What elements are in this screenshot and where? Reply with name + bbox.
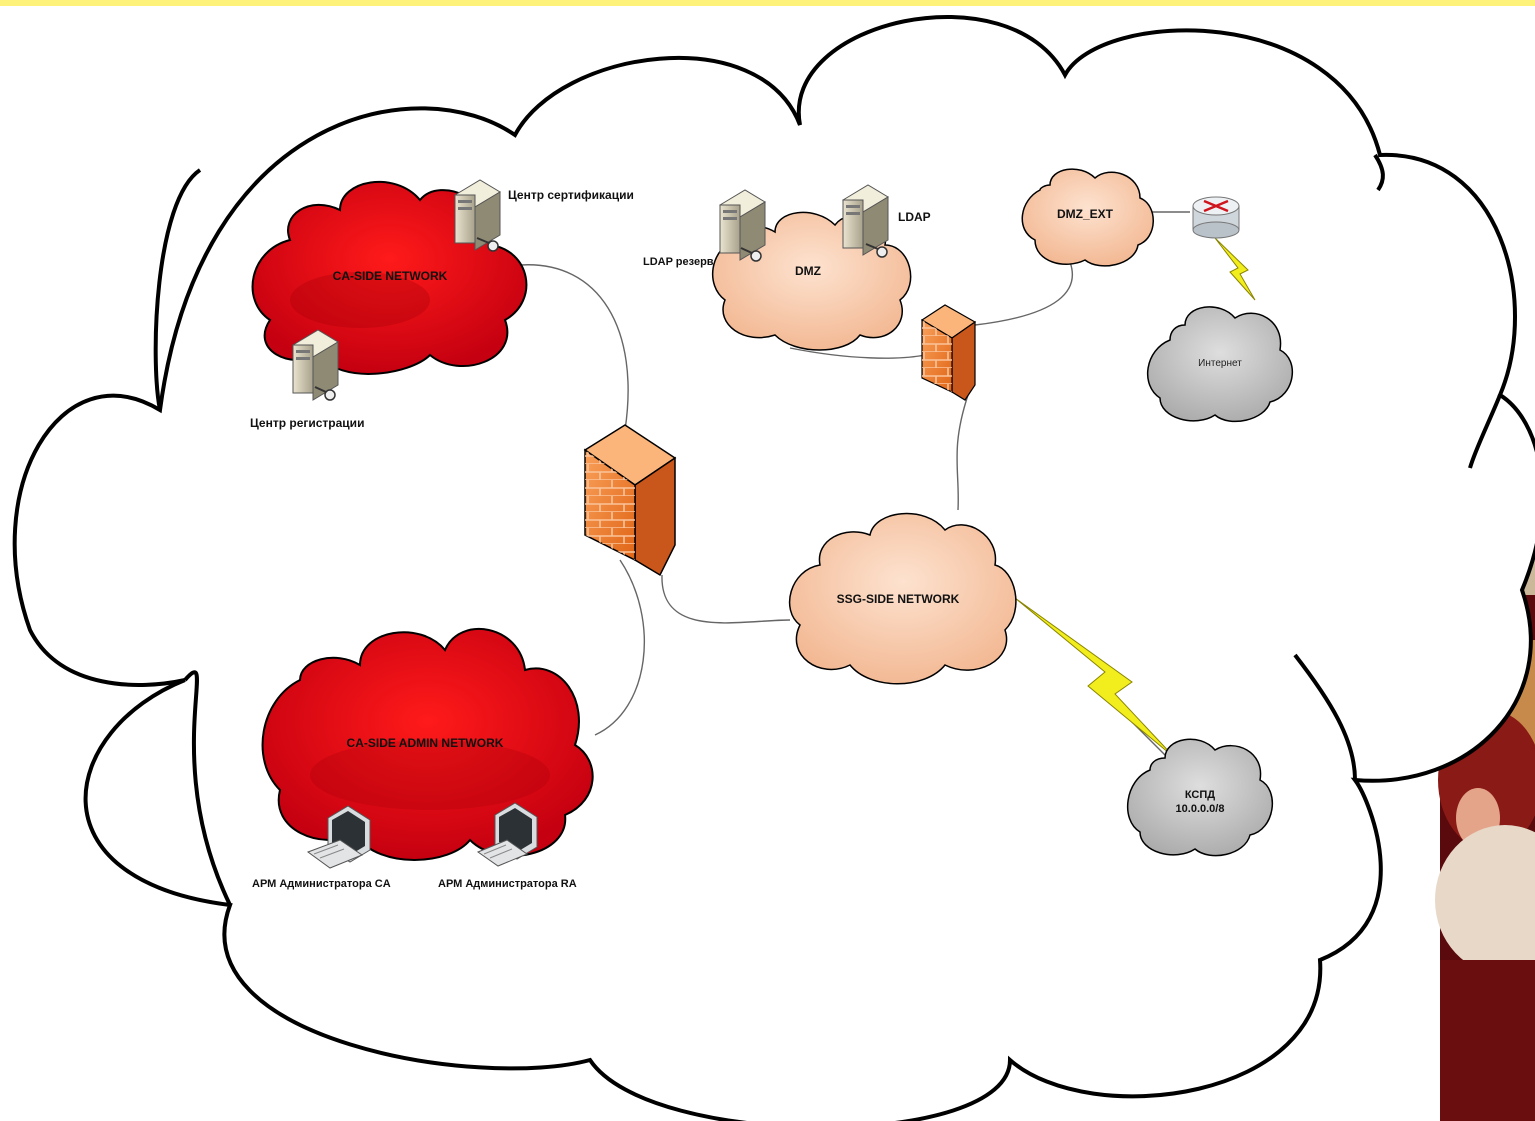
link-firewall2-to-dmzext (974, 261, 1074, 326)
key-icon (740, 247, 762, 262)
ssg-side-network-cloud: SSG-SIDE NETWORK (789, 512, 1017, 685)
kspd-subnet-label: 10.0.0.0/8 (1176, 803, 1225, 815)
ldap-reserve-label: LDAP резерв (643, 256, 714, 268)
firewall-icon (583, 424, 677, 577)
firewall-icon (920, 304, 977, 401)
top-highlight-bar (0, 0, 1535, 6)
link-firewall2-to-ssg (956, 394, 969, 511)
link-dmz-to-firewall2 (789, 347, 926, 359)
workstation-icon (306, 805, 371, 869)
server-icon (842, 184, 889, 258)
key-icon (476, 237, 499, 252)
link-firewall-to-ssg (661, 574, 791, 624)
link-firewall-to-admin (594, 559, 646, 736)
ssg-side-network-label: SSG-SIDE NETWORK (837, 592, 960, 606)
ca-side-admin-network-cloud: CA-SIDE ADMIN NETWORK (261, 628, 594, 861)
server-icon (454, 179, 501, 252)
admin-ra-workstation-label: АРМ Администратора RA (438, 878, 577, 890)
link-ca-to-firewall (519, 264, 629, 431)
dmz-ext-label: DMZ_EXT (1057, 207, 1114, 221)
lightning-router-to-internet (1214, 237, 1256, 301)
connections (519, 211, 1190, 761)
internet-cloud: Интернет (1146, 306, 1294, 423)
key-icon (314, 386, 336, 401)
internet-label: Интернет (1198, 358, 1242, 369)
kspd-label: КСПД (1185, 789, 1215, 801)
kspd-cloud: КСПД 10.0.0.0/8 (1126, 738, 1274, 857)
dmz-ext-cloud: DMZ_EXT (1021, 168, 1154, 267)
reg-center-label: Центр регистрации (250, 416, 364, 430)
cert-center-label: Центр сертификации (508, 188, 634, 202)
dmz-label: DMZ (795, 264, 821, 278)
admin-ca-workstation-label: АРМ Администратора CA (252, 878, 391, 890)
ca-side-network-label: CA-SIDE NETWORK (333, 269, 448, 283)
ldap-label: LDAP (898, 210, 931, 224)
outer-cloud (12, 15, 1535, 1121)
server-icon (292, 329, 339, 401)
key-icon (865, 243, 888, 258)
workstation-icon (476, 802, 538, 867)
server-icon (719, 189, 766, 262)
ca-side-admin-network-label: CA-SIDE ADMIN NETWORK (347, 736, 504, 750)
router-icon (1192, 196, 1240, 239)
